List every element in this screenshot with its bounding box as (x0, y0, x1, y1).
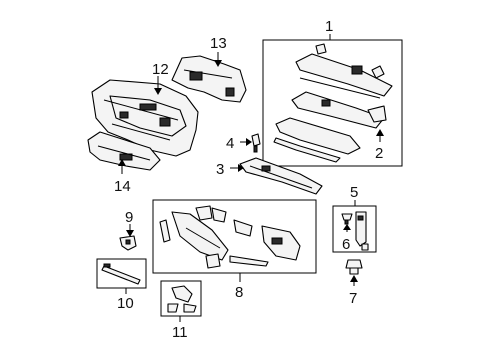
callout-2: 2 (375, 145, 383, 162)
box-1 (262, 39, 403, 167)
box-10 (96, 258, 147, 289)
callout-3: 3 (216, 161, 224, 178)
part-11-brackets (167, 285, 197, 313)
part-8-dash-components (159, 205, 301, 269)
arrow-4 (246, 138, 252, 146)
part-12-dash-panel (91, 79, 199, 157)
callout-10: 10 (117, 295, 134, 312)
callout-13: 13 (210, 35, 227, 52)
arrow-13 (214, 60, 222, 67)
arrow-9 (126, 230, 134, 237)
arrow-7 (350, 275, 358, 282)
callout-4: 4 (226, 135, 234, 152)
arrow-12 (154, 88, 162, 95)
callout-6: 6 (342, 236, 350, 253)
arrow-14 (118, 159, 126, 166)
callout-8: 8 (235, 284, 243, 301)
part-6-grommet (341, 213, 353, 225)
callout-11: 11 (172, 324, 188, 341)
box-8 (152, 199, 317, 274)
part-10-seal-strip (101, 263, 141, 285)
part-5-bracket (355, 211, 369, 251)
part-1-cowl-assembly (273, 43, 393, 163)
box-5 (332, 205, 377, 253)
part-9-bracket (119, 235, 137, 251)
callout-12: 12 (152, 61, 169, 78)
part-7-plug (345, 259, 363, 275)
callout-1: 1 (325, 18, 333, 35)
callout-9: 9 (125, 209, 133, 226)
part-13-upper-bracket (171, 55, 247, 103)
arrow-6 (343, 224, 351, 230)
callout-7: 7 (349, 290, 357, 307)
arrow-2 (376, 129, 384, 136)
box-11 (160, 280, 202, 317)
callout-5: 5 (350, 184, 358, 201)
callout-14: 14 (114, 178, 131, 195)
part-14-lower-panel (87, 131, 161, 171)
part-4-clip (251, 133, 261, 153)
arrow-3 (238, 164, 244, 172)
part-3-cowl-top (239, 157, 323, 195)
